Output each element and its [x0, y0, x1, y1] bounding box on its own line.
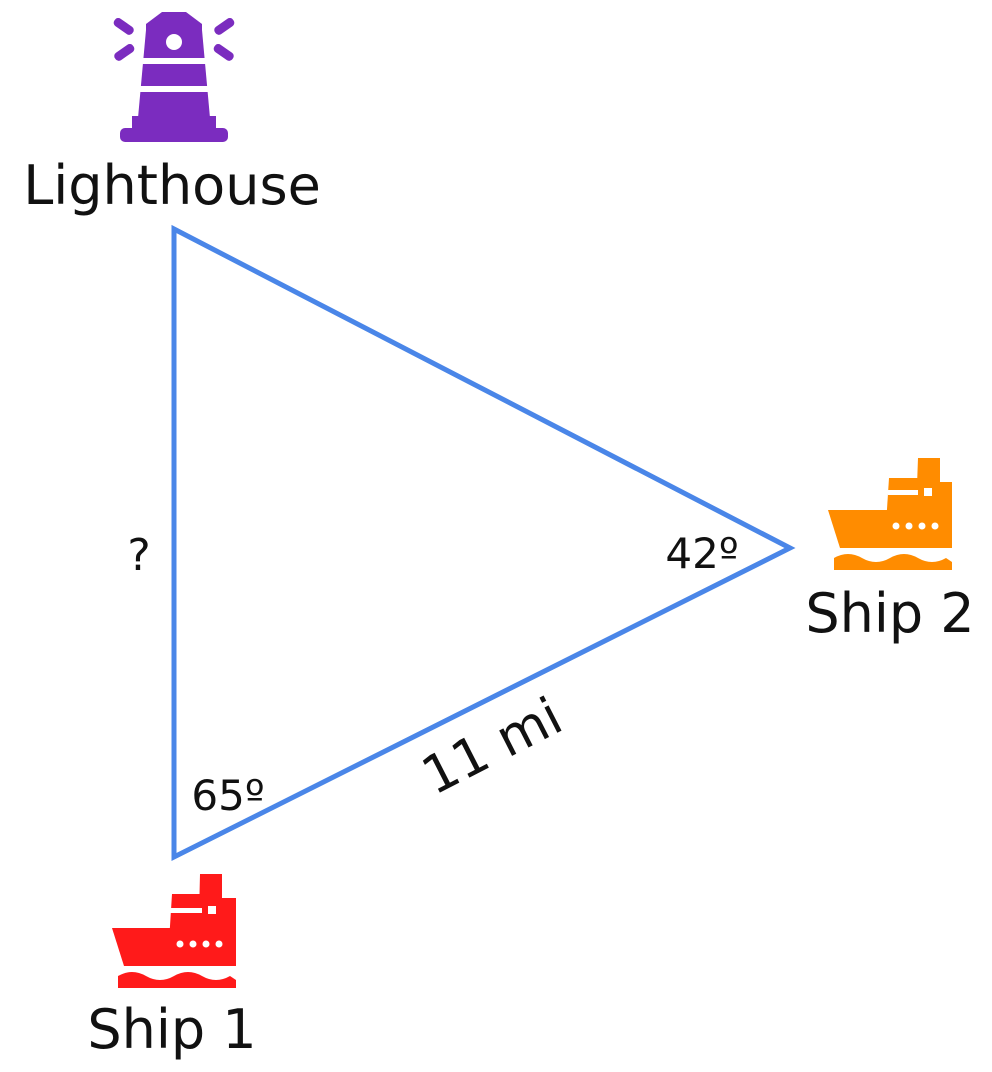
- lighthouse-icon: [113, 12, 235, 142]
- ship1-label: Ship 1: [87, 998, 256, 1061]
- angle-ship2-label: 42º: [665, 529, 738, 578]
- lighthouse-label: Lighthouse: [23, 154, 321, 217]
- ship2-label: Ship 2: [805, 582, 974, 645]
- lighthouse-details: [137, 34, 211, 92]
- triangle: [171, 224, 796, 862]
- known-side-label: 11 mi: [413, 687, 572, 808]
- angle-ship1-label: 65º: [191, 771, 264, 820]
- ship1-icon: [112, 874, 236, 988]
- ship2-icon: [828, 458, 952, 570]
- ship2-windows: [888, 488, 939, 530]
- ship1-windows: [170, 906, 223, 948]
- unknown-side-label: ?: [127, 530, 150, 581]
